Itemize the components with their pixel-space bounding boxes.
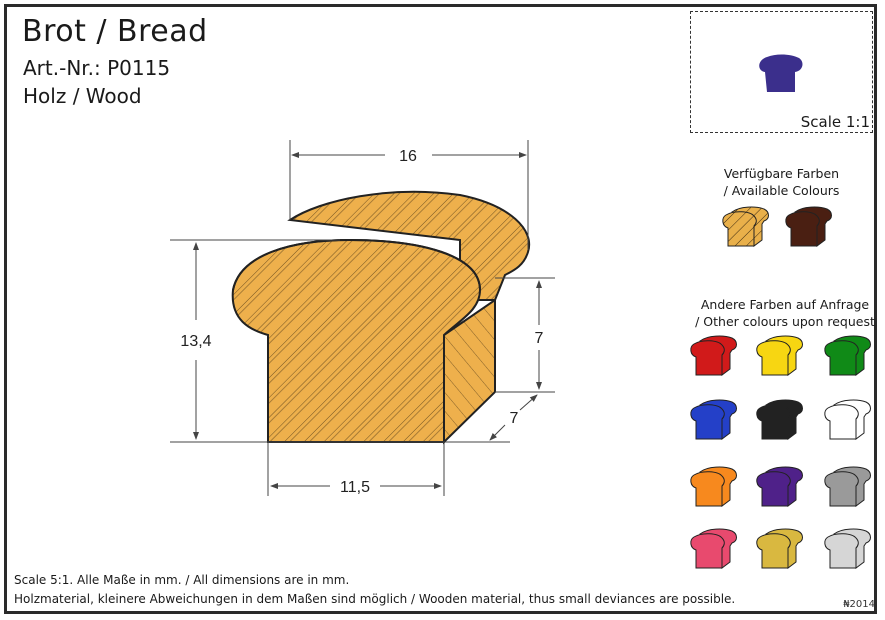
heading-line: Verfügbare Farben — [723, 166, 840, 181]
dim-depth: 7 — [510, 410, 519, 427]
swatch-dark-brown-icon — [783, 204, 835, 248]
dim-width-top: 16 — [399, 148, 417, 165]
copyright: ₦2014 — [843, 599, 875, 610]
dim-height-base: 7 — [535, 330, 544, 347]
bread-profile-drawing: 16 13,4 7 7 11,5 — [170, 140, 555, 496]
swatch-gold-icon — [754, 526, 806, 570]
heading-line: / Other colours upon request — [695, 314, 875, 329]
dim-height-total: 13,4 — [180, 333, 211, 350]
page-title: Brot / Bread — [22, 14, 208, 49]
swatch-orange-icon — [688, 464, 740, 508]
footer-material-note: Holzmaterial, kleinere Abweichungen in d… — [14, 592, 736, 606]
swatch-yellow-icon — [754, 333, 806, 377]
swatch-green-icon — [822, 333, 874, 377]
swatch-red-icon — [688, 333, 740, 377]
swatch-pink-icon — [688, 526, 740, 570]
swatch-natural-wood-icon — [720, 204, 772, 248]
material-label: Holz / Wood — [23, 84, 142, 108]
page-frame — [4, 4, 877, 614]
footer-scale-note: Scale 5:1. Alle Maße in mm. / All dimens… — [14, 573, 350, 587]
swatch-purple-icon — [754, 464, 806, 508]
available-colours-heading: Verfügbare Farben / Available Colours — [690, 165, 873, 199]
scale-label: Scale 1:1 — [800, 113, 870, 131]
other-colours-heading: Andere Farben auf Anfrage / Other colour… — [690, 296, 880, 330]
swatch-grey-icon — [822, 464, 874, 508]
swatch-blue-icon — [688, 397, 740, 441]
heading-line: / Available Colours — [723, 183, 840, 198]
swatch-white-icon — [822, 397, 874, 441]
swatch-black-icon — [754, 397, 806, 441]
dim-width-base: 11,5 — [340, 479, 370, 496]
swatch-silver-icon — [822, 526, 874, 570]
scale-preview-box: Scale 1:1 — [690, 11, 873, 133]
article-number: Art.-Nr.: P0115 — [23, 56, 171, 80]
bread-silhouette-icon — [759, 54, 803, 92]
heading-line: Andere Farben auf Anfrage — [700, 297, 870, 312]
